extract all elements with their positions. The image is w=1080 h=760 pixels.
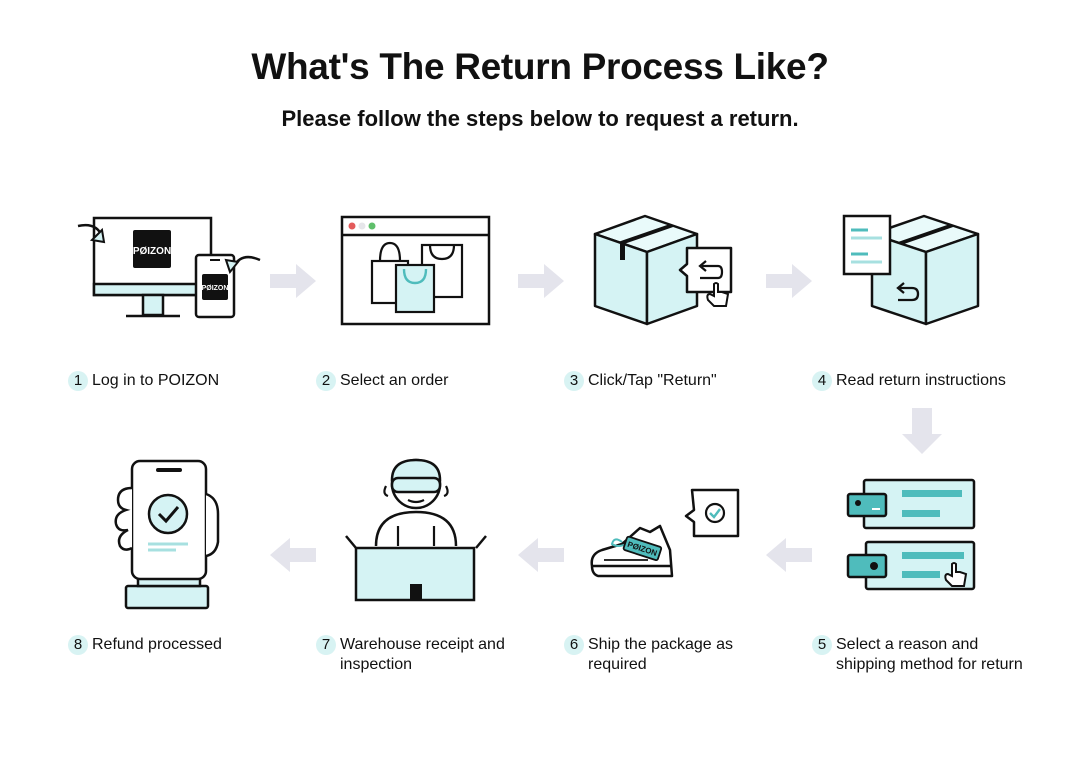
arrow-left-icon [766, 538, 812, 572]
option-cards-icon [846, 478, 976, 591]
arrow-down-icon [902, 408, 942, 454]
arrow-left-icon [270, 538, 316, 572]
step-number-badge: 1 [68, 371, 88, 391]
step-number-badge: 7 [316, 635, 336, 655]
step-number-badge: 5 [812, 635, 832, 655]
step-1: 1 Log in to POIZON [68, 371, 268, 391]
step-label: Ship the package as required [588, 636, 733, 673]
step-2: 2 Select an order [316, 371, 516, 391]
step-number-badge: 4 [812, 371, 832, 391]
phone-logo-text: PØIZON [202, 285, 229, 292]
step-label: Select an order [340, 372, 449, 389]
step-number-badge: 8 [68, 635, 88, 655]
step-label: Click/Tap "Return" [588, 372, 717, 389]
monitor-phone-login-icon: PØIZON PØIZON [77, 216, 261, 319]
monitor-logo-text: PØIZON [133, 246, 171, 257]
document-box-return-icon [842, 214, 980, 326]
step-number-badge: 2 [316, 371, 336, 391]
page-subtitle: Please follow the steps below to request… [281, 106, 799, 131]
step-6: 6 Ship the package as required [564, 635, 742, 675]
step-3: 3 Click/Tap "Return" [564, 371, 764, 391]
step-5: 5 Select a reason and shipping method fo… [812, 635, 1030, 675]
step-label: Read return instructions [836, 372, 1006, 389]
step-label: Select a reason and shipping method for … [836, 636, 1023, 673]
arrow-right-icon [270, 264, 316, 298]
step-8: 8 Refund processed [68, 635, 268, 655]
arrow-right-icon [766, 264, 812, 298]
box-return-tap-icon [593, 214, 733, 326]
arrow-right-icon [518, 264, 564, 298]
step-number-badge: 6 [564, 635, 584, 655]
phone-refund-check-icon [114, 459, 220, 610]
sneaker-check-icon: PØIZON [590, 488, 740, 578]
browser-shopping-bags-icon [340, 215, 491, 326]
arrow-left-icon [518, 538, 564, 572]
page-title: What's The Return Process Like? [251, 46, 829, 87]
step-7: 7 Warehouse receipt and inspection [316, 635, 512, 675]
step-label: Log in to POIZON [92, 372, 220, 389]
step-4: 4 Read return instructions [812, 371, 1052, 391]
step-label: Refund processed [92, 636, 222, 653]
step-label: Warehouse receipt and inspection [340, 636, 505, 673]
warehouse-worker-icon [345, 458, 487, 602]
step-number-badge: 3 [564, 371, 584, 391]
